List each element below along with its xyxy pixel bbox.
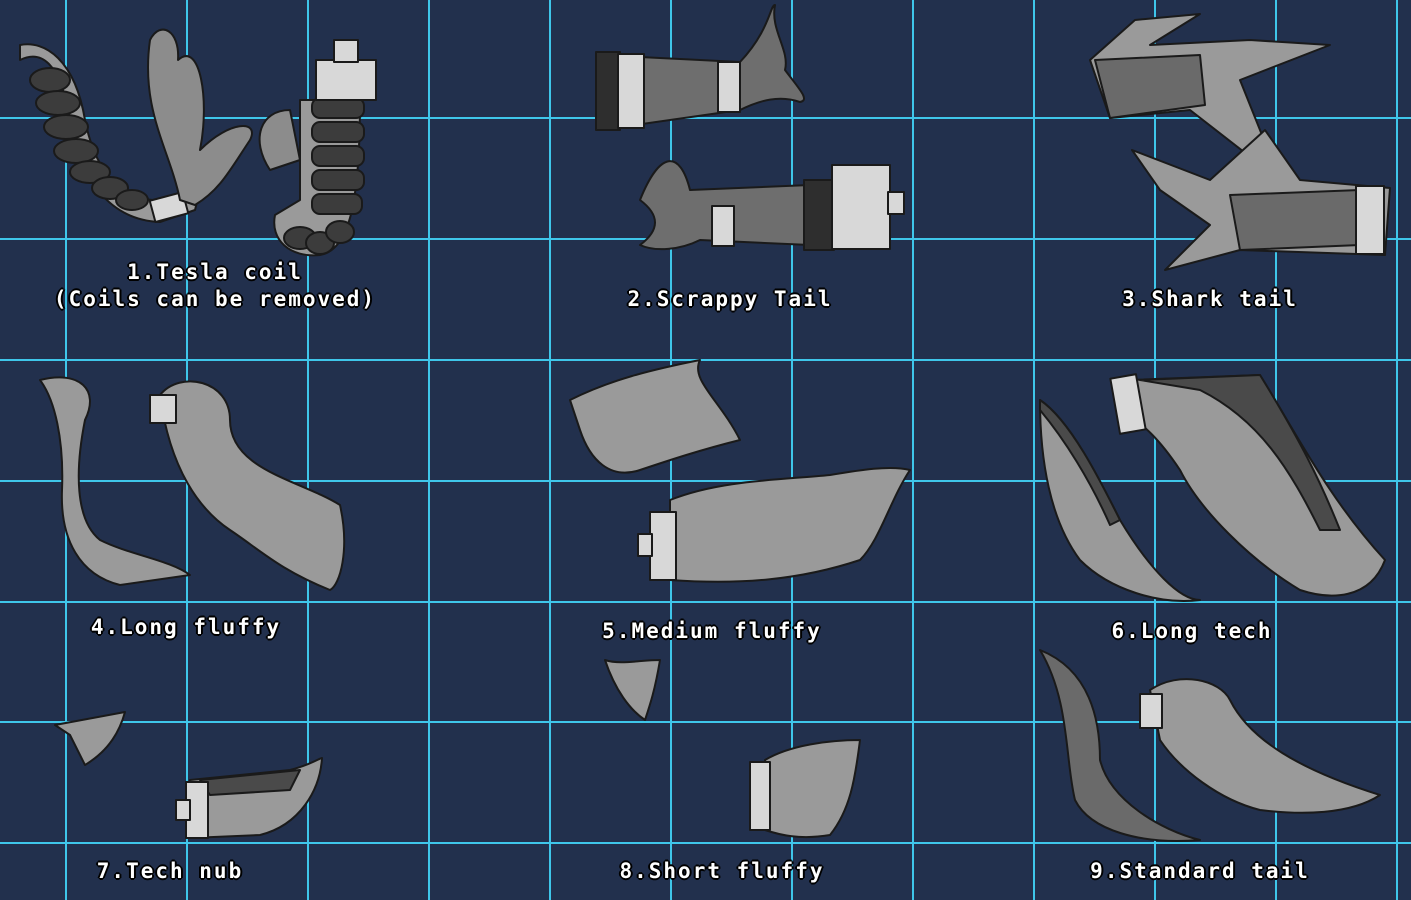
tail-label-8: 8.Short fluffy [619,859,825,883]
tech-nub-tail-small-illustration [54,711,126,766]
long-tech-tail-left-illustration [1039,399,1201,602]
tail-label-1-title: 1.Tesla coil [127,260,303,284]
tail-label-6: 6.Long tech [1111,619,1273,643]
tail-label-9: 9.Standard tail [1090,859,1310,883]
long-tech-tail-right-illustration [1109,373,1386,597]
short-fluffy-tail-large-illustration [749,739,861,839]
shark-tail-upper-illustration [1089,13,1331,181]
tail-label-4: 4.Long fluffy [90,615,282,639]
long-fluffy-tail-left-illustration [39,376,191,586]
short-fluffy-tail-small-illustration [604,659,661,721]
tail-label-2: 2.Scrappy Tail [627,287,833,311]
standard-tail-left-illustration [1039,649,1201,842]
long-fluffy-tail-right-illustration [149,380,346,591]
tesla-coil-tail-curled-illustration [19,28,253,224]
scrappy-tail-lower-illustration [639,160,905,251]
tail-label-1: 1.Tesla coil (Coils can be removed) [30,259,400,313]
medium-fluffy-tail-lower-illustration [637,466,911,583]
tail-label-5: 5.Medium fluffy [602,619,822,643]
shark-tail-lower-illustration [1131,129,1391,271]
tail-label-7: 7.Tech nub [96,859,244,883]
scrappy-tail-upper-illustration [595,4,805,131]
tesla-coil-tail-straight-illustration [258,39,377,257]
tech-nub-tail-large-illustration [175,757,323,839]
medium-fluffy-tail-upper-illustration [569,359,741,474]
tail-label-1-note: (Coils can be removed) [53,287,377,311]
tail-label-3: 3.Shark tail [1122,287,1298,311]
standard-tail-right-illustration [1139,678,1381,814]
